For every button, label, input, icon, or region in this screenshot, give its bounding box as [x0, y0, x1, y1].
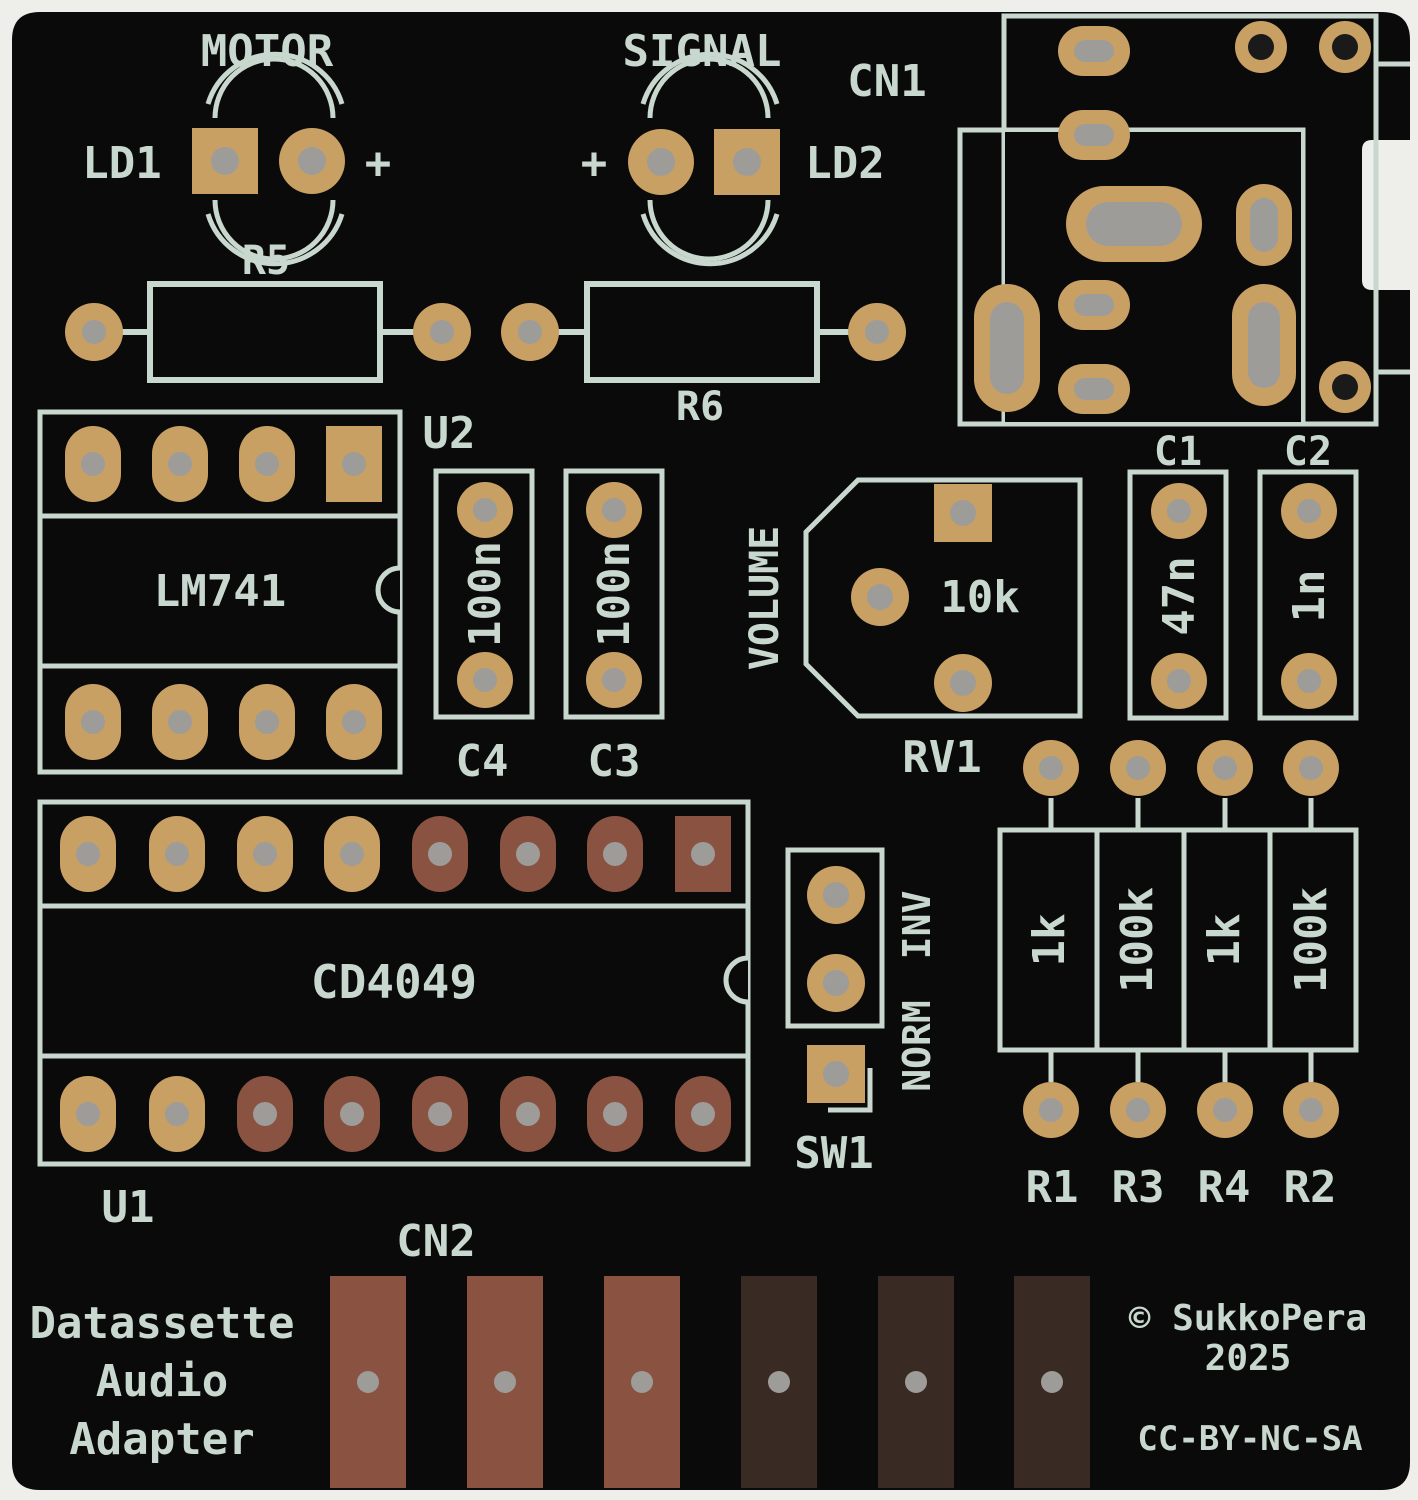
label-c2: C2 — [1284, 429, 1332, 475]
label-credit-line1: © SukkoPera — [1129, 1298, 1367, 1339]
label-r1-value: 1k — [1024, 914, 1075, 967]
label-cn2: CN2 — [396, 1216, 475, 1267]
label-rv1: RV1 — [902, 732, 981, 783]
label-cd4049: CD4049 — [311, 955, 477, 1009]
capacitor-c3 — [563, 468, 665, 720]
potentiometer-rv1 — [803, 477, 1083, 719]
resistor-r6 — [501, 281, 906, 383]
label-signal: SIGNAL — [623, 26, 782, 77]
label-credit-line2: 2025 — [1205, 1338, 1292, 1379]
label-volume: VOLUME — [742, 526, 788, 671]
label-ld2: LD2 — [805, 138, 884, 189]
label-license: CC-BY-NC-SA — [1137, 1419, 1362, 1459]
label-r6: R6 — [676, 384, 724, 430]
label-r2: R2 — [1284, 1162, 1337, 1213]
label-r2-value: 100k — [1286, 887, 1337, 993]
label-title-line1: Datassette — [30, 1298, 295, 1349]
label-r3-value: 100k — [1112, 887, 1163, 993]
label-c4: C4 — [456, 736, 509, 787]
label-r4-value: 1k — [1199, 914, 1250, 967]
label-r5: R5 — [242, 238, 290, 284]
label-c1-value: 47n — [1154, 556, 1205, 635]
resistor-bank — [997, 740, 1359, 1138]
label-lm741: LM741 — [154, 566, 286, 617]
label-c1: C1 — [1154, 429, 1202, 475]
label-title-line3: Adapter — [69, 1414, 254, 1465]
ic-u2 — [37, 409, 403, 775]
capacitor-c4 — [433, 468, 535, 720]
label-c3-value: 100n — [589, 541, 640, 647]
label-c3: C3 — [588, 736, 641, 787]
capacitor-c2 — [1257, 469, 1359, 721]
label-title-line2: Audio — [96, 1356, 228, 1407]
ic-u1 — [37, 799, 751, 1167]
label-cn1: CN1 — [847, 56, 926, 107]
label-norm: NORM — [895, 1000, 939, 1092]
connector-cn2 — [330, 1276, 1090, 1488]
label-c4-value: 100n — [460, 541, 511, 647]
label-r4: R4 — [1198, 1162, 1251, 1213]
switch-sw1 — [785, 847, 885, 1113]
label-ld1: LD1 — [82, 138, 161, 189]
label-rv1-value: 10k — [940, 572, 1019, 623]
label-motor: MOTOR — [201, 26, 334, 77]
label-c2-value: 1n — [1284, 570, 1335, 623]
led-ld2 — [628, 51, 780, 267]
label-inv: INV — [895, 891, 939, 960]
label-sw1: SW1 — [794, 1128, 873, 1179]
label-u2: U2 — [423, 408, 476, 459]
label-plus-left: + — [365, 138, 392, 189]
capacitor-c1 — [1127, 469, 1229, 721]
connector-cn1 — [957, 13, 1410, 427]
resistor-r5 — [65, 281, 471, 383]
label-plus-right: + — [581, 138, 608, 189]
led-ld1 — [192, 51, 345, 267]
label-r3: R3 — [1112, 1162, 1165, 1213]
label-r1: R1 — [1026, 1162, 1079, 1213]
label-u1: U1 — [102, 1182, 155, 1233]
